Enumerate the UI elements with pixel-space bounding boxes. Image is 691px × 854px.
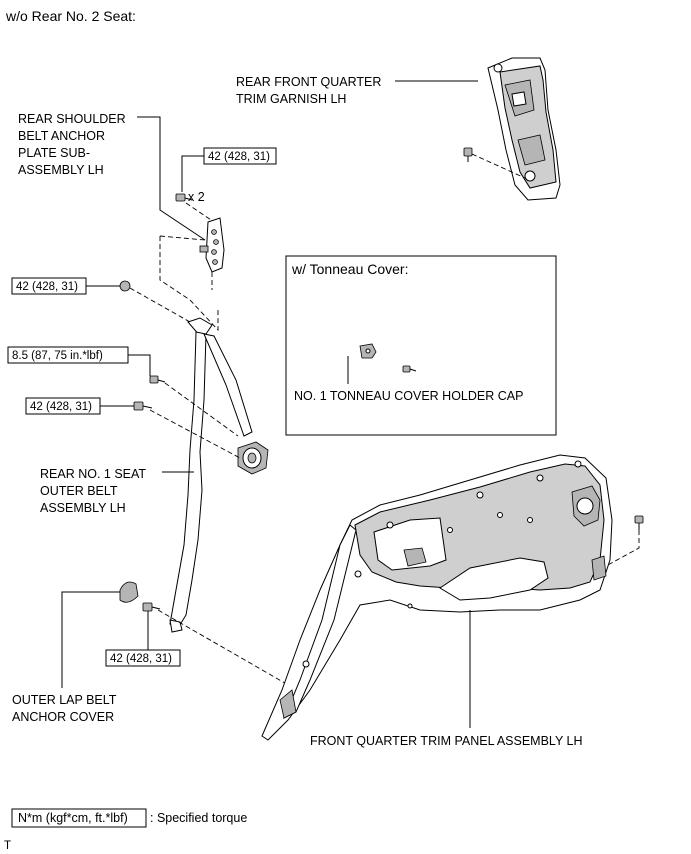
- belt-assembly-label: REAR NO. 1 SEAT OUTER BELT ASSEMBLY LH: [40, 467, 146, 515]
- legend-unit-text: N*m (kgf*cm, ft.*lbf): [18, 811, 128, 825]
- retractor-torque: 42 (428, 31): [25, 397, 101, 415]
- seat-belt-webbing: [169, 317, 253, 633]
- garnish-label: REAR FRONT QUARTER TRIM GARNISH LH: [236, 75, 381, 106]
- tonneau-inset-title: w/ Tonneau Cover:: [291, 261, 408, 277]
- quantity-note: x 2: [188, 190, 205, 204]
- retractor-small-torque-leader: [128, 354, 151, 376]
- anchor-plate-label-line2: BELT ANCHOR: [18, 129, 105, 143]
- garnish-clip-dash: [471, 153, 526, 179]
- belt-assembly-label-line1: REAR NO. 1 SEAT: [40, 467, 146, 481]
- tonneau-cap-label: NO. 1 TONNEAU COVER HOLDER CAP: [294, 389, 523, 403]
- lap-anchor-torque-box: [105, 649, 181, 667]
- lap-anchor-torque: 42 (428, 31): [105, 649, 181, 667]
- anchor-plate-dash-guide: [159, 236, 219, 332]
- belt-assembly-label-line3: ASSEMBLY LH: [40, 501, 126, 515]
- anchor-plate-bolt-dash: [185, 202, 215, 223]
- anchor-cover-part: [119, 581, 139, 603]
- anchor-plate-torque-value: 42 (428, 31): [208, 151, 270, 163]
- anchor-plate-label-line3: PLATE SUB-: [18, 146, 90, 160]
- lap-anchor-bolt-icon: [142, 602, 161, 612]
- torque-legend: N*m (kgf*cm, ft.*lbf) : Specified torque: [11, 808, 247, 828]
- garnish-label-line2: TRIM GARNISH LH: [236, 92, 346, 106]
- retractor-small-bolt-dash: [164, 382, 239, 437]
- retractor-bolt-icon: [133, 401, 153, 411]
- retractor-torque-value: 42 (428, 31): [30, 401, 92, 413]
- trim-panel-clip-dash: [605, 530, 640, 567]
- garnish-clip-icon: [463, 147, 473, 162]
- anchor-cover-leader: [61, 591, 120, 688]
- legend-unit-box: [11, 808, 147, 828]
- anchor-plate-torque-leader: [181, 155, 204, 192]
- anchor-plate-torque: 42 (428, 31): [203, 147, 277, 165]
- anchor-plate-label-line4: ASSEMBLY LH: [18, 163, 104, 177]
- trim-panel-label: FRONT QUARTER TRIM PANEL ASSEMBLY LH: [310, 734, 583, 748]
- retractor-bolt-dash: [149, 409, 241, 459]
- tonneau-screw-icon: [402, 365, 417, 373]
- belt-upper-torque: 42 (428, 31): [11, 277, 87, 295]
- tonneau-holder-cap: [359, 343, 377, 359]
- retractor-small-bolt-icon: [149, 375, 166, 384]
- anchor-cover-label: OUTER LAP BELT ANCHOR COVER: [12, 693, 117, 724]
- anchor-cover-label-line1: OUTER LAP BELT: [12, 693, 117, 707]
- lap-anchor-torque-value: 42 (428, 31): [110, 653, 172, 665]
- variant-label: w/o Rear No. 2 Seat:: [5, 8, 136, 24]
- front-quarter-trim-panel: [261, 454, 613, 741]
- legend-description: : Specified torque: [150, 811, 247, 825]
- anchor-plate-label: REAR SHOULDER BELT ANCHOR PLATE SUB- ASS…: [18, 112, 126, 177]
- belt-upper-nut-dash: [129, 287, 191, 323]
- belt-upper-nut-icon: [119, 280, 131, 292]
- anchor-plate-label-line1: REAR SHOULDER: [18, 112, 126, 126]
- footer-mark: T: [4, 840, 11, 852]
- belt-assembly-label-line2: OUTER BELT: [40, 484, 118, 498]
- anchor-plate-dash-top: [159, 235, 206, 241]
- retractor-small-torque-value: 8.5 (87, 75 in.*lbf): [12, 350, 103, 362]
- anchor-plate-part: [199, 217, 225, 273]
- anchor-cover-label-line2: ANCHOR COVER: [12, 710, 114, 724]
- tonneau-inset-frame: [285, 255, 557, 436]
- garnish-label-line1: REAR FRONT QUARTER: [236, 75, 381, 89]
- retractor-small-torque: 8.5 (87, 75 in.*lbf): [7, 346, 129, 364]
- trim-panel-clip-icon: [634, 515, 644, 530]
- anchor-plate-bolt-icon: [175, 193, 193, 202]
- lap-anchor-bolt-dash: [157, 609, 291, 687]
- rear-front-quarter-trim-garnish: [487, 57, 561, 201]
- belt-retractor: [237, 441, 269, 475]
- anchor-plate-leader-line: [137, 116, 206, 241]
- belt-upper-torque-value: 42 (428, 31): [16, 281, 78, 293]
